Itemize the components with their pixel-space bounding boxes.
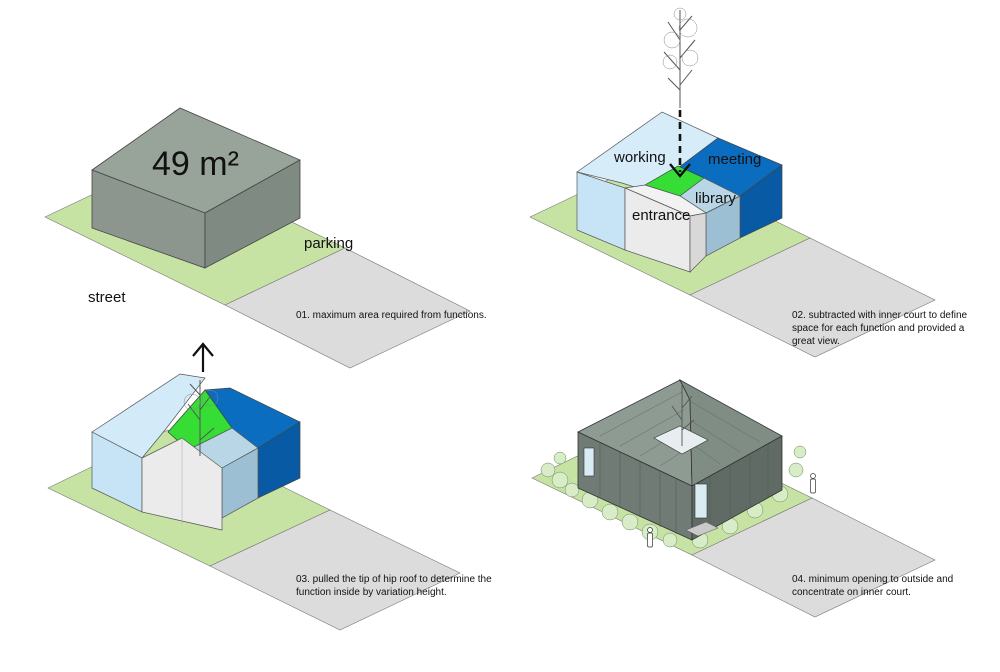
- working-label: working: [613, 149, 666, 166]
- arrow-head-icon: [669, 163, 691, 178]
- library-label: library: [695, 190, 736, 207]
- panel-4: 04. minimum opening to outside and conce…: [531, 379, 956, 618]
- entrance-label: entrance: [632, 207, 690, 224]
- panel-1: 49 m² parking street 01. maximum area re…: [44, 107, 487, 369]
- parking-pavement: [689, 237, 936, 358]
- tree-icon: [183, 380, 219, 456]
- entrance-side: [689, 212, 707, 273]
- shrubs: [540, 445, 807, 549]
- meeting-label: meeting: [708, 151, 761, 168]
- parking-pavement: [209, 509, 461, 631]
- panel-2: working meeting library entrance 02. sub…: [529, 7, 970, 358]
- parking-label: parking: [304, 235, 353, 252]
- wall-right: [691, 435, 783, 541]
- mass-right: [204, 159, 301, 269]
- entrance-door: [694, 483, 708, 519]
- caption-2: 02. subtracted with inner court to defin…: [792, 310, 970, 347]
- panel-3: 03. pulled the tip of hip roof to determ…: [47, 342, 494, 631]
- street-label: street: [88, 289, 126, 306]
- entrance-step: [685, 521, 719, 537]
- person-icon: [647, 473, 816, 548]
- courtyard-opening: [653, 425, 709, 455]
- parking-pavement: [691, 497, 936, 618]
- window-left: [583, 447, 595, 477]
- tree-icon: [662, 7, 699, 108]
- caption-1: 01. maximum area required from functions…: [296, 310, 487, 321]
- arrow-up-icon: [192, 342, 214, 357]
- tree-icon: [671, 384, 695, 446]
- parking-pavement: [224, 247, 471, 369]
- caption-4: 04. minimum opening to outside and conce…: [792, 574, 956, 598]
- caption-3: 03. pulled the tip of hip roof to determ…: [296, 574, 494, 598]
- area-label: 49 m²: [152, 145, 239, 183]
